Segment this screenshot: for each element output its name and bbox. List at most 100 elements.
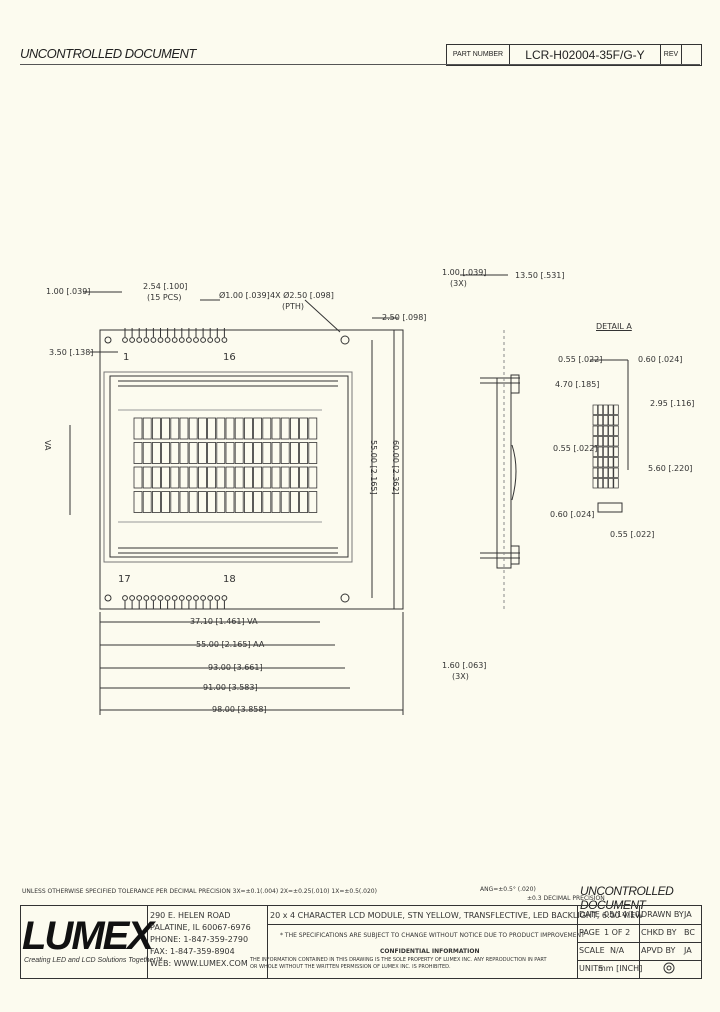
detail-dot-cell [597,446,604,457]
dim-w2: 55.00 [2.165] AA [196,640,265,649]
detail-dim-5: 0.55 [.022] [553,444,598,453]
pin-hole [171,595,178,601]
detail-dot-cell [597,467,604,478]
lcd-char-cell [179,417,189,440]
detail-dot-cell [597,436,604,447]
lcd-char-cell [234,417,244,440]
lcd-char-cell [207,442,217,464]
lcd-char-cell [142,466,152,489]
detail-dot-cell [592,446,598,457]
page-label: PAGE [579,928,600,937]
lcd-char-cell [216,466,226,489]
detail-dot-cell [608,436,614,447]
part-number-value: LCR-H02004-35F/G-Y [510,45,661,65]
detail-dim-7: 0.60 [.024] [550,510,595,519]
lcd-char-cell [207,491,217,513]
detail-dot-cell [592,467,598,478]
pin-label-17: 17 [118,574,131,585]
spec-note: * THE SPECIFICATIONS ARE SUBJECT TO CHAN… [280,932,585,939]
pin-hole [143,337,150,343]
pin-hole [178,337,185,343]
detail-dot-cell [613,404,619,415]
lcd-char-cell [142,442,152,464]
lcd-char-cell [179,491,189,513]
part-number-label: PART NUMBER [447,45,510,65]
lcd-char-cell [271,417,281,440]
lcd-char-cell [197,417,207,440]
detail-dim-1: 0.55 [.022] [558,355,603,364]
dim-h2: 60.00 [2.362] [391,440,400,495]
lcd-char-cell [289,442,299,464]
lcd-char-cell [133,417,143,440]
lcd-char-cell [151,442,161,464]
lcd-char-cell [262,491,272,513]
detail-dot-cell [597,425,604,436]
detail-dim-4: 2.95 [.116] [650,399,695,408]
lcd-char-cell [179,466,189,489]
lcd-char-cell [142,491,152,513]
detail-dot-cell [608,467,614,478]
pin-hole [214,337,221,343]
lcd-char-cell [151,466,161,489]
pin-hole [129,337,136,343]
pin-hole [221,337,228,343]
side-dim-top: 1.00 [.039] [442,268,487,277]
lcd-char-cell [253,417,263,440]
lcd-char-cell [234,491,244,513]
detail-dot-cell [613,467,619,478]
pin-hole [150,337,157,343]
pin-hole [193,595,199,601]
lcd-char-cell [197,491,207,513]
lcd-char-cell [234,466,244,489]
detail-dot-cell [603,467,609,478]
tolerance-tail-2: ±0.3 DECIMAL PRECISION [527,895,605,902]
detail-dim-8: 0.55 [.022] [610,530,655,539]
company-web: WEB: WWW.LUMEX.COM [150,959,248,968]
lcd-char-cell [253,442,263,464]
lcd-char-cell [308,417,318,440]
chkd-label: CHKD BY [641,928,677,937]
projection-symbol-icon [663,962,675,974]
pin-hole [164,337,171,343]
lcd-char-cell [207,417,217,440]
confidential-body: THE INFORMATION CONTAINED IN THIS DRAWIN… [250,957,547,970]
lcd-char-cell [262,442,272,464]
detail-dot-cell [603,436,609,447]
pin-label-18: 18 [223,574,236,585]
lcd-char-cell [216,442,226,464]
dim-mount-hole: 4X Ø2.50 [.098] [270,291,334,300]
pin-hole [122,595,128,601]
dim-pin-dia: Ø1.00 [.039] [219,291,270,300]
pin-hole [171,337,178,343]
confidential-title: CONFIDENTIAL INFORMATION [380,948,480,955]
detail-dot-cell [603,415,609,426]
lcd-char-cell [161,442,171,464]
pin-hole [136,595,143,601]
lcd-char-cell [188,466,198,489]
detail-dot-cell [613,436,619,447]
side-dim-bottom: 1.60 [.063] [442,661,487,670]
lcd-char-cell [161,491,171,513]
bezel-outline [109,375,349,558]
lcd-char-cell [243,417,253,440]
pin-hole [136,337,143,343]
mount-hole-tl [104,336,112,344]
lcd-char-cell [188,442,198,464]
detail-dot-cell [592,478,598,489]
pin-hole [157,337,164,343]
dim-top-left: 1.00 [.039] [46,287,91,296]
apvd-label: APVD BY [641,946,676,955]
detail-dim-3: 4.70 [.185] [555,380,600,389]
pin-hole [122,337,128,343]
units-value: mm [INCH] [598,964,643,973]
detail-dot-cell [603,404,609,415]
detail-dim-6: 5.60 [.220] [648,464,693,473]
lcd-char-cell [216,491,226,513]
dim-pins: (15 PCS) [147,293,182,302]
lcd-char-cell [197,442,207,464]
pin-hole [186,337,192,343]
lcd-char-cell [289,466,299,489]
lcd-char-cell [225,442,235,464]
pin-hole [157,595,164,601]
lcd-char-cell [151,417,161,440]
